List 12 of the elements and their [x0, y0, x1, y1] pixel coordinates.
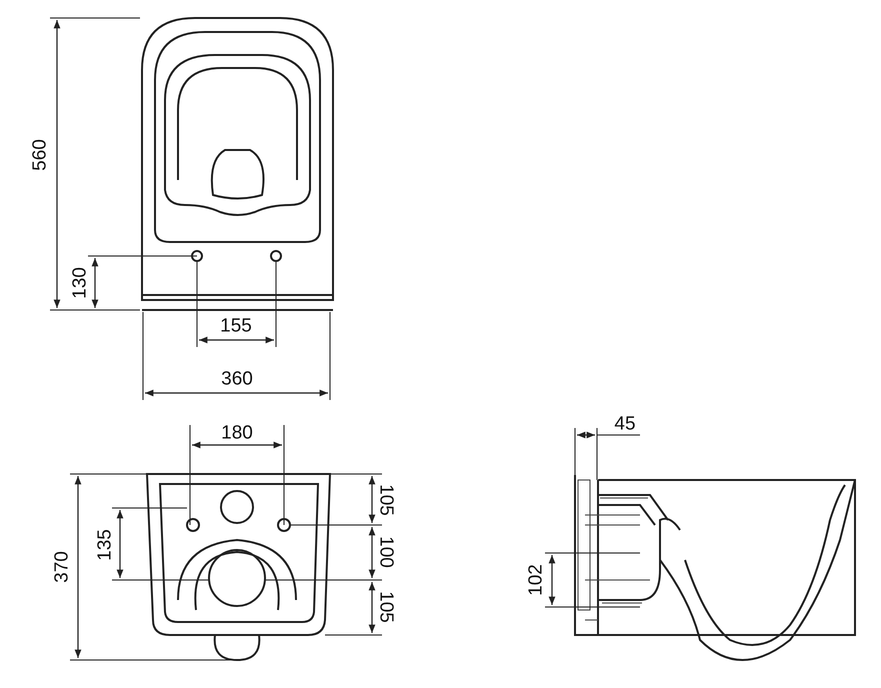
- dimension-value: 370: [52, 551, 72, 583]
- dimension-value: 105: [376, 484, 396, 516]
- dimension-value: 180: [221, 424, 253, 442]
- dimension-value: 135: [96, 529, 114, 561]
- dimension-value: 102: [526, 564, 546, 596]
- dimension-value: 360: [221, 370, 253, 388]
- dimension-value: 105: [376, 591, 396, 623]
- dimension-value: 155: [220, 316, 252, 336]
- dimension-value: 560: [30, 139, 50, 171]
- dimension-value: 45: [614, 414, 636, 434]
- dimension-value: 130: [70, 267, 90, 299]
- dimension-value: 100: [376, 536, 396, 568]
